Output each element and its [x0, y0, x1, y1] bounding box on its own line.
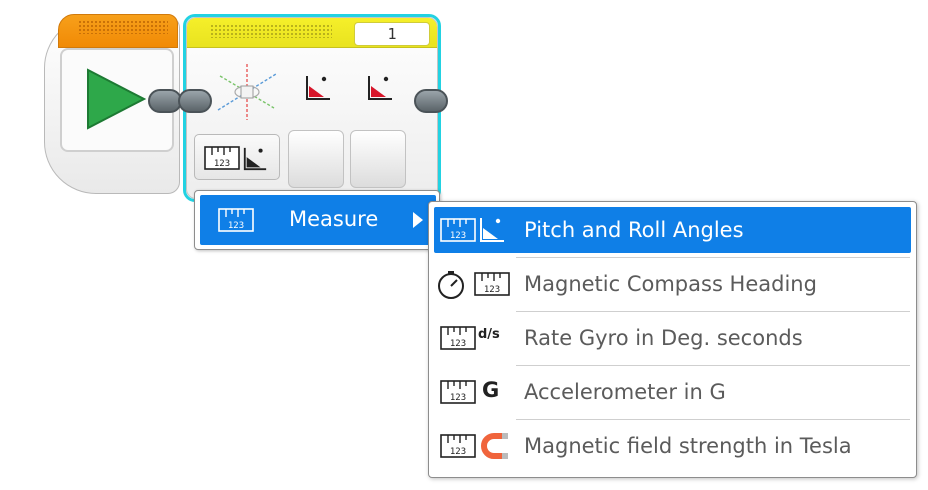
menu-separator — [516, 311, 910, 312]
svg-text:123: 123 — [484, 285, 500, 295]
submenu-item-label: Accelerometer in G — [524, 380, 726, 404]
output-plug-1[interactable] — [288, 130, 344, 188]
output-plug-2[interactable] — [350, 130, 406, 188]
magnet-icon — [481, 433, 508, 459]
submenu-item-label: Magnetic Compass Heading — [524, 272, 817, 296]
compass-icon — [438, 271, 464, 299]
svg-text:123: 123 — [450, 447, 466, 457]
ruler-icon: 123 — [204, 146, 240, 170]
ruler-icon: 123 — [440, 218, 476, 242]
gyro-axes-icon — [217, 64, 277, 120]
rate-unit-icon: d/s — [478, 327, 500, 342]
svg-text:123: 123 — [450, 339, 466, 349]
svg-text:123: 123 — [450, 393, 466, 403]
play-icon[interactable] — [86, 68, 146, 130]
ruler-icon: 123 — [440, 434, 476, 458]
angle-icon — [480, 218, 504, 242]
angle-icon — [243, 147, 267, 171]
gyro-block-grip — [210, 24, 332, 38]
gyro-input-connector — [178, 89, 212, 113]
ruler-icon: 123 — [440, 380, 476, 404]
gyro-output-connector — [414, 89, 448, 113]
submenu-item-label: Rate Gyro in Deg. seconds — [524, 326, 803, 350]
submenu-item-pitch-roll[interactable] — [434, 207, 911, 253]
menu-item-measure-label: Measure — [289, 207, 379, 231]
angle-icon — [368, 76, 392, 100]
menu-separator — [516, 419, 910, 420]
port-selector[interactable]: 1 — [354, 22, 430, 46]
ruler-icon: 123 — [218, 208, 254, 232]
ruler-icon: 123 — [474, 272, 510, 296]
svg-text:123: 123 — [228, 221, 244, 231]
submenu-item-label: Pitch and Roll Angles — [524, 218, 744, 242]
ruler-icon: 123 — [440, 326, 476, 350]
menu-separator — [516, 365, 910, 366]
g-unit-icon: G — [482, 378, 500, 402]
menu-item-measure[interactable] — [200, 195, 436, 245]
start-block-grip — [78, 20, 168, 34]
angle-icon — [306, 76, 330, 100]
menu-separator — [516, 257, 910, 258]
svg-text:123: 123 — [214, 159, 230, 169]
submenu-arrow-icon — [413, 212, 423, 228]
start-output-connector — [148, 89, 182, 113]
submenu-item-label: Magnetic field strength in Tesla — [524, 434, 852, 458]
svg-text:123: 123 — [450, 231, 466, 241]
